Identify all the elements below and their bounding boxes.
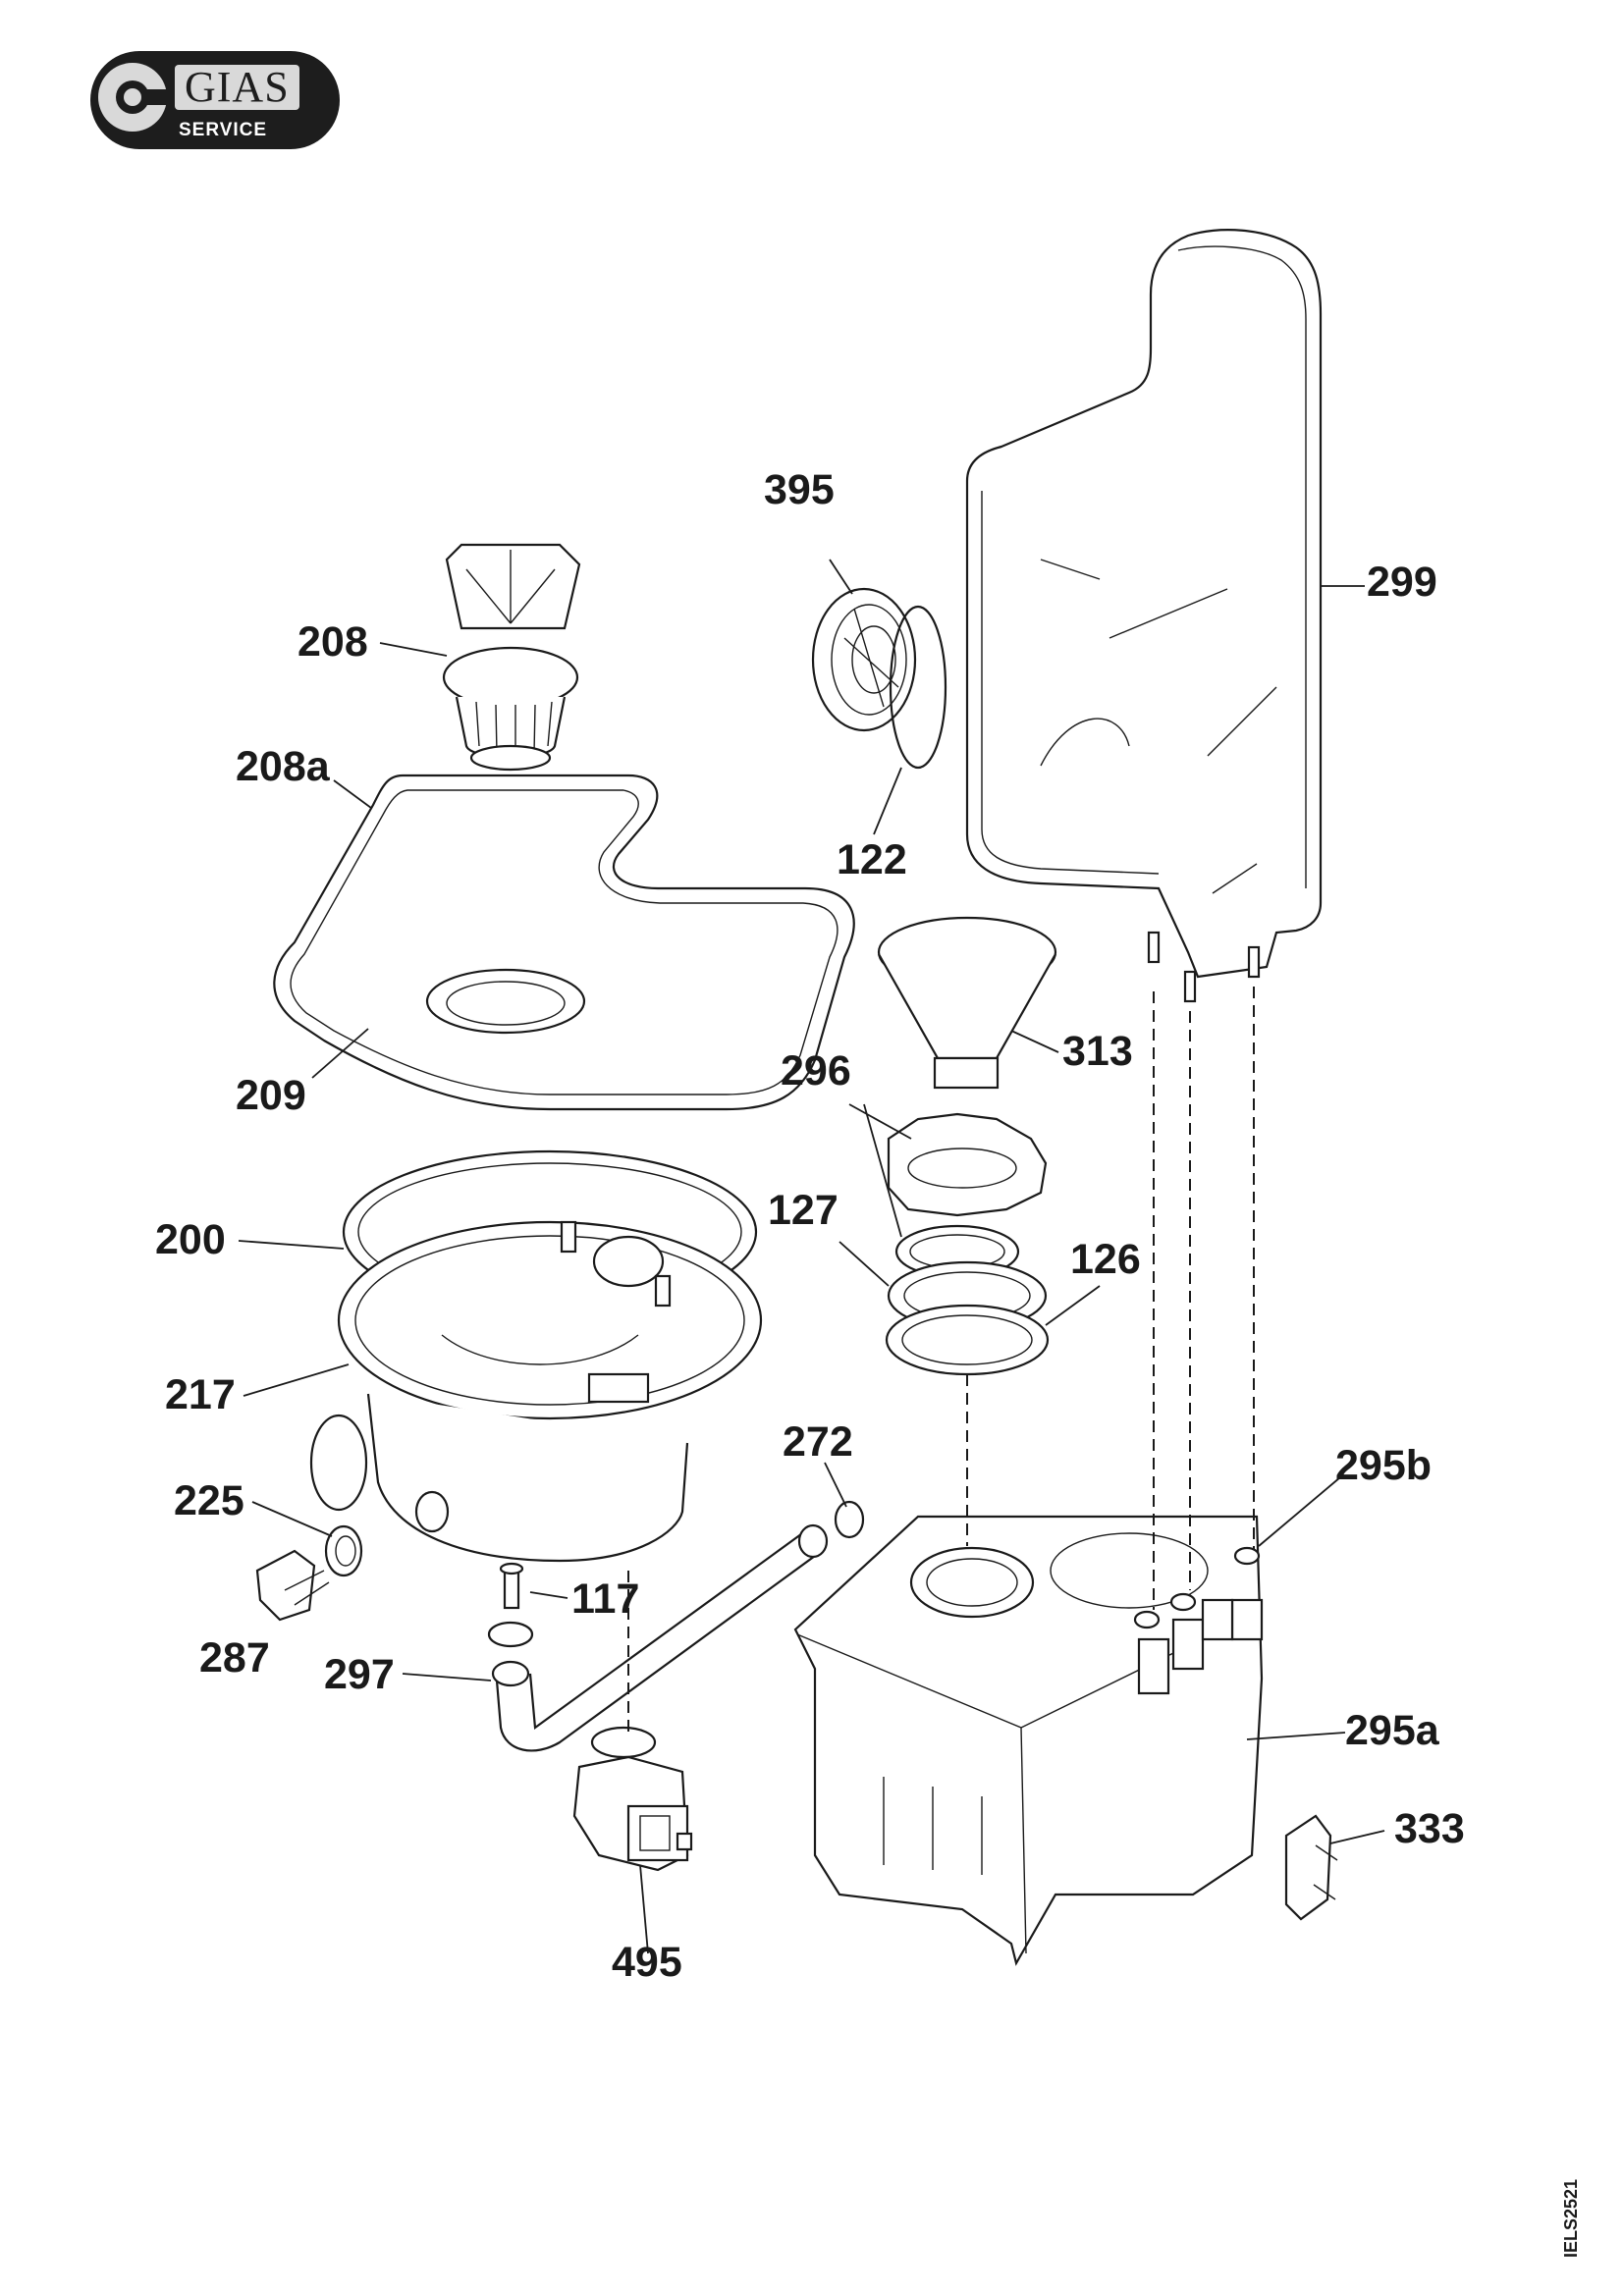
part-297-drawing <box>487 1523 829 1752</box>
part-label-208a: 208a <box>236 743 330 790</box>
part-label-127: 127 <box>768 1187 839 1234</box>
part-label-117: 117 <box>571 1575 640 1623</box>
part-333-drawing <box>1284 1814 1338 1921</box>
part-225-drawing <box>324 1524 363 1577</box>
part-label-217: 217 <box>165 1371 236 1418</box>
part-295b-drawing <box>1133 1546 1261 1629</box>
part-label-295a: 295a <box>1345 1707 1439 1754</box>
part-126-drawing <box>885 1260 1050 1376</box>
part-117-drawing <box>499 1562 524 1610</box>
part-208-drawing <box>442 543 581 772</box>
part-label-200: 200 <box>155 1216 226 1263</box>
part-495-drawing <box>572 1726 693 1872</box>
part-label-272: 272 <box>783 1418 853 1466</box>
part-label-126: 126 <box>1070 1236 1141 1283</box>
part-299-drawing <box>965 229 1323 1003</box>
part-217-drawing <box>309 1220 763 1563</box>
logo-c-mark-icon <box>98 63 169 132</box>
part-313-drawing <box>877 916 1057 1090</box>
gias-service-logo: GIAS SERVICE <box>90 51 340 149</box>
part-label-208: 208 <box>298 618 368 666</box>
part-209-drawing <box>273 774 855 1111</box>
part-272-drawing <box>834 1500 865 1539</box>
part-122-drawing <box>889 605 947 770</box>
part-label-297: 297 <box>324 1651 395 1698</box>
part-label-495: 495 <box>612 1939 682 1986</box>
logo-brand: GIAS <box>175 65 299 110</box>
part-395-drawing <box>811 587 917 732</box>
part-label-122: 122 <box>837 836 907 883</box>
part-label-209: 209 <box>236 1072 306 1119</box>
part-label-225: 225 <box>174 1477 244 1524</box>
part-296-drawing <box>887 1112 1048 1217</box>
part-label-313: 313 <box>1062 1028 1133 1075</box>
document-code: IELS2521 <box>1561 2178 1581 2258</box>
part-label-395: 395 <box>764 466 835 513</box>
logo-tagline: SERVICE <box>179 120 268 140</box>
part-287-drawing <box>255 1549 330 1622</box>
part-label-287: 287 <box>199 1634 270 1682</box>
part-label-296: 296 <box>781 1047 851 1095</box>
part-label-295b: 295b <box>1335 1442 1433 1489</box>
part-label-333: 333 <box>1394 1805 1465 1852</box>
part-label-299: 299 <box>1367 559 1437 606</box>
part-295a-drawing <box>793 1515 1264 1966</box>
